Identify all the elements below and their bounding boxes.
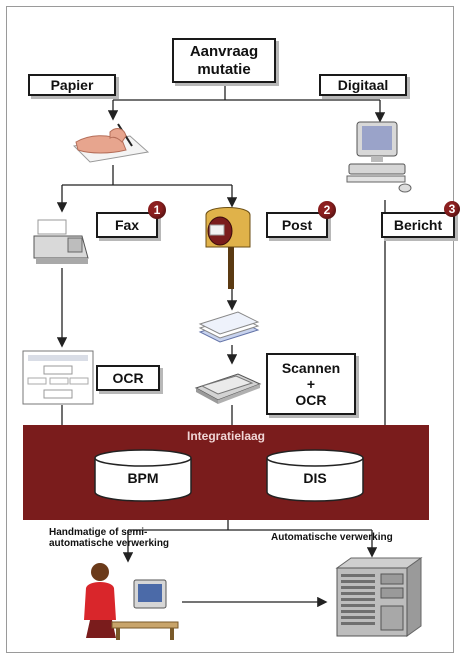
computer-icon (346, 121, 412, 193)
aanvraag-mutatie-box: Aanvraag mutatie (172, 38, 276, 83)
papier-box: Papier (28, 74, 116, 96)
dis-label: DIS (303, 470, 327, 486)
mailbox-icon (205, 207, 251, 289)
integratielaag-title: Integratielaag (186, 429, 266, 443)
manual-processing-caption: Handmatige of semi- automatische verwerk… (49, 527, 170, 549)
post-box: Post (266, 212, 328, 238)
digitaal-box: Digitaal (319, 74, 407, 96)
operator-workstation-icon (84, 563, 179, 640)
bpm-label: BPM (127, 470, 159, 486)
bericht-box: Bericht (381, 212, 455, 238)
bpm-cylinder: BPM (93, 448, 193, 503)
dis-cylinder: DIS (265, 448, 365, 503)
fax-box: Fax (96, 212, 158, 238)
writing-hand-icon (72, 123, 150, 163)
ocr-box: OCR (96, 365, 160, 391)
server-icon (335, 557, 423, 637)
badge-2: 2 (318, 201, 336, 219)
fax-machine-icon (33, 219, 89, 264)
integratielaag-band: Integratielaag (23, 425, 429, 520)
paper-stack-icon (198, 311, 260, 343)
ocr-document-icon (22, 350, 94, 405)
automatic-processing-caption: Automatische verwerking (271, 532, 393, 543)
scannen-ocr-box: Scannen + OCR (266, 353, 356, 415)
badge-3: 3 (444, 201, 460, 217)
scanner-icon (194, 373, 262, 404)
badge-1: 1 (148, 201, 166, 219)
